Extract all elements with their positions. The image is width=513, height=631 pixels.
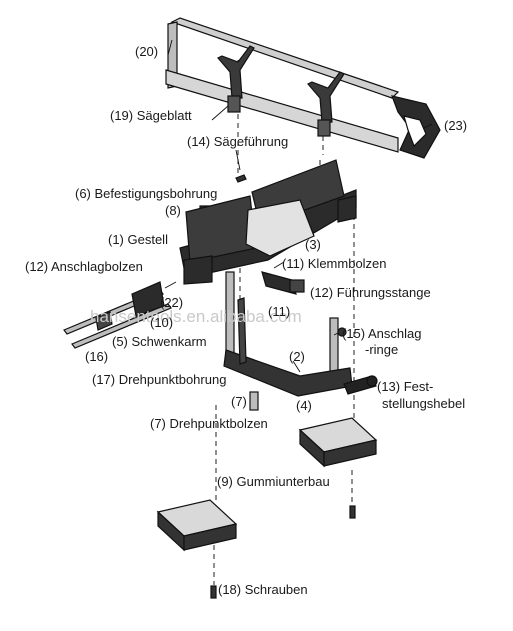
label-14: (14) Sägeführung xyxy=(187,134,288,149)
label-11: (11) Klemmbolzen xyxy=(282,256,387,271)
saw-blade xyxy=(165,69,399,153)
support-frame xyxy=(223,271,378,411)
label-16: (16) xyxy=(85,349,108,364)
swivel-arm xyxy=(131,281,165,317)
label-3: (3) xyxy=(305,237,321,252)
saw-guide-block-right xyxy=(317,119,331,137)
label-19: (19) Sägeblatt xyxy=(110,108,192,123)
saw-handle-grip-hole xyxy=(403,115,427,148)
label-11-secondary: (11) xyxy=(268,304,290,319)
label-15-line2: -ringe xyxy=(365,342,398,357)
part-labels: (20) (19) Sägeblatt (23) (14) Sägeführun… xyxy=(25,44,467,597)
watermark-text: hansentools.en.alibaba.com xyxy=(90,307,302,326)
lever-knob xyxy=(366,375,378,387)
leader-lines xyxy=(167,39,433,373)
saw-guide-block-left xyxy=(227,95,241,113)
label-20: (20) xyxy=(135,44,158,59)
label-23: (23) xyxy=(444,118,467,133)
label-15-line1: (15) Anschlag xyxy=(342,326,422,341)
stop-bolt-rod-lower xyxy=(71,303,172,349)
clamp-assembly xyxy=(261,261,305,295)
miter-angle-scale xyxy=(245,199,315,257)
label-22: (22) xyxy=(160,295,183,310)
miter-box-right-foot xyxy=(337,195,357,223)
label-4: (4) xyxy=(296,398,312,413)
label-10: (10) xyxy=(150,315,173,330)
label-7-pivot-bolt: (7) Drehpunktbolzen xyxy=(150,416,268,431)
saw-guide-bracket-right xyxy=(307,71,345,123)
label-9: (9) Gummiunterbau xyxy=(217,474,330,489)
label-5: (5) Schwenkarm xyxy=(112,334,207,349)
label-8: (8) xyxy=(165,203,181,218)
label-13-line1: (13) Fest- xyxy=(377,379,433,394)
miter-box-left-foot xyxy=(183,255,213,285)
stop-ring xyxy=(337,327,347,337)
label-6: (6) Befestigungsbohrung xyxy=(75,186,217,201)
screw-6-icon xyxy=(235,174,247,183)
clamp-bolt-knob xyxy=(289,279,305,293)
pivot-bolt xyxy=(249,391,259,411)
stop-block xyxy=(95,311,113,331)
label-12-stop-bolt: (12) Anschlagbolzen xyxy=(25,259,143,274)
screw-18-left xyxy=(210,585,217,599)
saw-guide-bracket-left xyxy=(217,45,255,99)
label-13-line2: stellungshebel xyxy=(382,396,465,411)
saw-frame xyxy=(165,17,441,159)
label-1: (1) Gestell xyxy=(108,232,168,247)
miter-box-frame xyxy=(179,159,357,285)
rubber-foot-right-front xyxy=(323,439,377,467)
label-17: (17) Drehpunktbohrung xyxy=(92,372,226,387)
label-7: (7) xyxy=(231,394,247,409)
swivel-bracket xyxy=(237,297,247,365)
rubber-foot-left-front xyxy=(183,523,237,551)
swivel-arm-assembly xyxy=(63,281,177,349)
rubber-feet xyxy=(156,417,378,599)
screw-18-right xyxy=(349,505,356,519)
label-12-guide-rod: (12) Führungsstange xyxy=(310,285,431,300)
label-18: (18) Schrauben xyxy=(218,582,308,597)
clamp-bolt xyxy=(261,271,297,295)
label-2: (2) xyxy=(289,349,305,364)
